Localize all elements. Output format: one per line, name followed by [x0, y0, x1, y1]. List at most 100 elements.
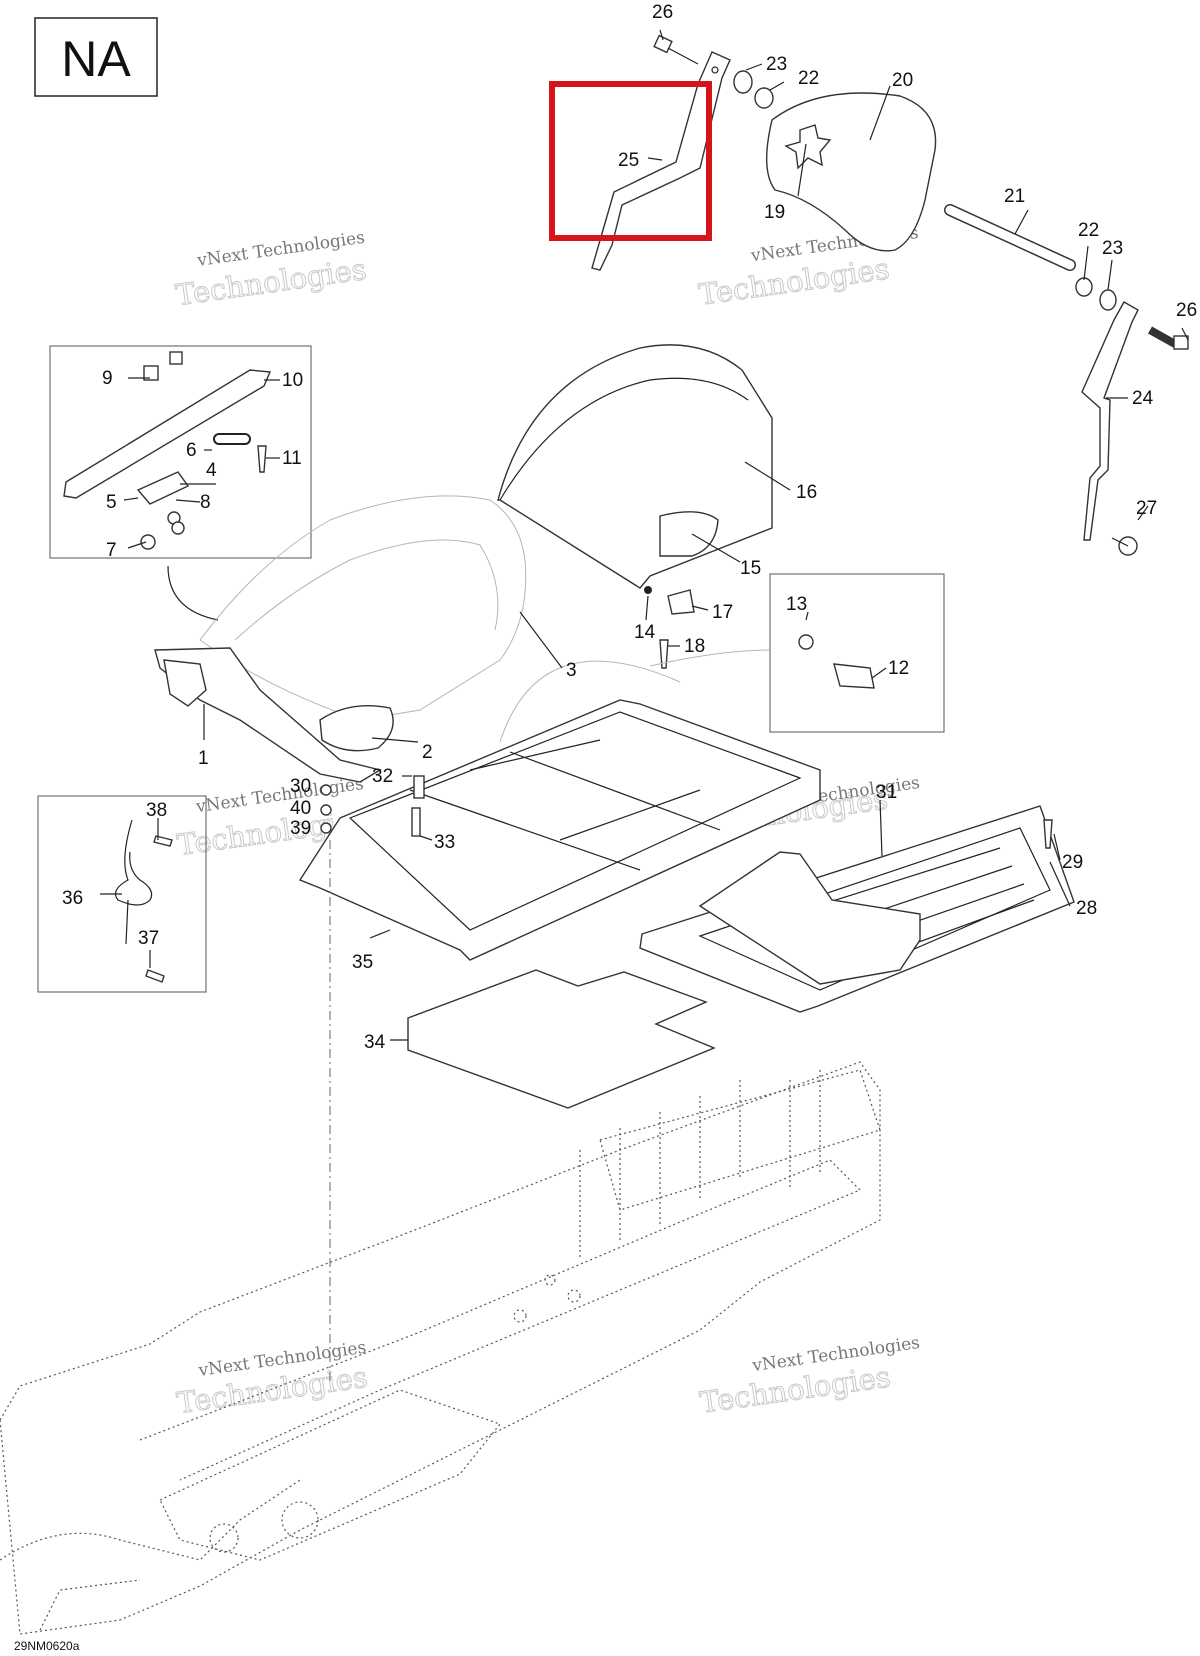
chassis-frame: [0, 1061, 881, 1635]
callout-11: 11: [282, 448, 302, 469]
callout-31: 31: [876, 782, 897, 803]
callout-9: 9: [102, 368, 113, 389]
part-10-strap-rail: [63, 369, 272, 499]
part-14-fastener: [644, 586, 652, 594]
part-32-pin: [413, 775, 425, 799]
callout-17: 17: [712, 602, 733, 623]
callout-12: 12: [888, 658, 909, 679]
callout-36: 36: [62, 888, 83, 909]
part-16-seat-top: [499, 377, 749, 501]
callout-32: 32: [372, 766, 393, 787]
callout-27: 27: [1136, 498, 1157, 519]
callout-19: 19: [764, 202, 785, 223]
drawing-code: 29NM0620a: [14, 1639, 80, 1653]
part-7-bolt-2: [171, 521, 185, 535]
region-code: NA: [61, 31, 131, 87]
callout-3: 3: [566, 660, 577, 681]
callout-14: 14: [634, 622, 656, 643]
watermark-5: Technologies vNext Technologies: [174, 1338, 370, 1421]
part-25-hole: [711, 66, 719, 74]
callout-10: 10: [282, 370, 303, 391]
callout-37: 37: [138, 928, 159, 949]
part-24-bracket-right: [1081, 301, 1139, 541]
callout-39: 39: [290, 818, 311, 839]
part-4-bracket: [136, 471, 190, 505]
part-36-tether-cable: [115, 819, 153, 945]
part-12-hinge: [833, 663, 875, 689]
callout-28: 28: [1076, 898, 1097, 919]
part-17-clip: [667, 589, 695, 615]
part-1-cover: [163, 659, 207, 707]
callout-16: 16: [796, 482, 817, 503]
callout-8: 8: [200, 492, 211, 513]
part-29-rivet: [1043, 819, 1053, 849]
part-39-nut: [320, 822, 332, 834]
callout-29: 29: [1062, 852, 1083, 873]
part-30-screw: [320, 784, 332, 796]
callout-2: 2: [422, 742, 433, 763]
part-9-nut: [143, 365, 159, 381]
part-2-seat-pad: [319, 705, 394, 752]
part-18-rivet: [659, 639, 669, 669]
part-26-bolt-right: [1148, 326, 1189, 350]
callout-15: 15: [740, 558, 761, 579]
inset-arrow: [167, 565, 219, 621]
svg-text:Technologies: Technologies: [697, 251, 892, 311]
part-28-tray-ribs: [759, 847, 1035, 979]
part-34-pad: [407, 969, 716, 1109]
callout-23-right: 23: [1102, 238, 1123, 259]
callout-22-left: 22: [798, 68, 819, 89]
part-35-frame-grid: [409, 739, 721, 871]
part-33-stud: [411, 807, 421, 837]
callout-7: 7: [106, 540, 117, 561]
tether-inset-frame: [37, 795, 207, 993]
callout-5: 5: [106, 492, 117, 513]
part-22-washer-left: [754, 87, 774, 109]
part-23-spacer-right: [1099, 289, 1117, 311]
callout-24: 24: [1132, 388, 1154, 409]
part-31-tray-lid: [698, 851, 921, 985]
watermark-1: Technologies vNext Technologies: [173, 228, 369, 313]
part-15-side-pad: [659, 511, 719, 557]
hinge-connector-line: [649, 649, 771, 667]
callout-34: 34: [364, 1032, 386, 1053]
callout-23-left: 23: [766, 54, 787, 75]
part-20-backrest-cushion: [765, 92, 937, 252]
callout-13: 13: [786, 594, 807, 615]
part-16-passenger-seat: [497, 344, 773, 589]
part-3-seat-inner: [234, 539, 499, 641]
part-35-frame-inner: [348, 711, 802, 931]
callout-30: 30: [290, 776, 311, 797]
part-25-bracket-left: [591, 51, 731, 271]
part-35-storage-frame: [298, 699, 821, 961]
part-13-screw: [798, 634, 814, 650]
callout-6: 6: [186, 440, 197, 461]
callout-40: 40: [290, 798, 311, 819]
hinge-inset-frame: [769, 573, 945, 733]
callout-20: 20: [892, 70, 913, 91]
part-7-bolt: [140, 534, 156, 550]
callout-18: 18: [684, 636, 705, 657]
callout-labels: 26 23 22 20 25 19 21 22 23 26 24 27 9 10…: [62, 2, 1197, 1053]
part-22-washer-right: [1075, 277, 1093, 297]
part-38-rivet: [153, 835, 173, 847]
callout-1: 1: [198, 748, 209, 769]
part-28-tray-inner: [698, 827, 1051, 991]
leader-lines: [100, 29, 1189, 1041]
callout-4: 4: [206, 460, 217, 481]
part-6-band: [213, 433, 251, 445]
part-40-washer: [320, 804, 332, 816]
callout-38: 38: [146, 800, 167, 821]
part-9-nut-2: [169, 351, 183, 365]
part-37-rivet: [145, 969, 165, 983]
part-27-knob: [1111, 536, 1138, 556]
callout-26-left: 26: [652, 2, 673, 23]
part-3-seat-outline: [199, 495, 527, 721]
part-26-bolt-left: [653, 34, 699, 65]
callout-26-right: 26: [1176, 300, 1197, 321]
callout-35: 35: [352, 952, 373, 973]
hardware-inset-frame: [49, 345, 312, 559]
part-35-frame-fold: [499, 660, 681, 743]
watermark-6: Technologies vNext Technologies: [697, 1333, 921, 1420]
